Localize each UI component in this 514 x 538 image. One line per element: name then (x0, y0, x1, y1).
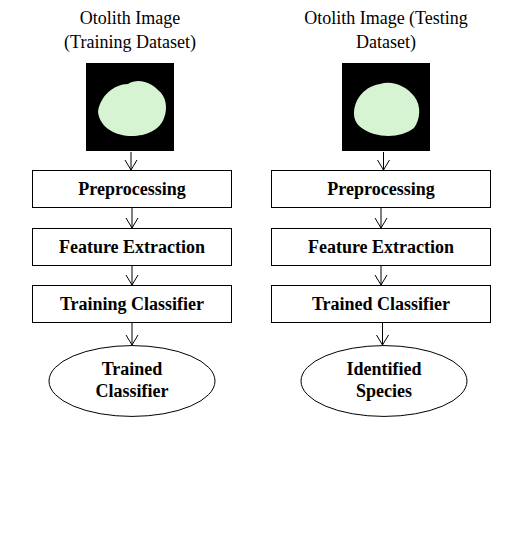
image-heading: Otolith Image (Testing Dataset) (301, 6, 471, 55)
node-label: Preprocessing (327, 179, 434, 200)
image-panel: Otolith Image (Training Dataset) (45, 6, 215, 152)
flow-arrow (375, 208, 387, 228)
node-label: Identified Species (329, 359, 439, 402)
process-box: Training Classifier (32, 285, 232, 323)
photo-background (342, 63, 430, 151)
result-ellipse: Trained Classifier (48, 345, 216, 417)
node-label: Feature Extraction (308, 237, 454, 258)
node-label: Training Classifier (60, 294, 204, 315)
process-box: Feature Extraction (32, 228, 232, 266)
flow-arrow (126, 208, 138, 228)
node-label: Trained Classifier (77, 359, 187, 402)
otolith-shape (354, 83, 419, 136)
node-label: Preprocessing (78, 179, 185, 200)
flow-arrow (378, 152, 390, 170)
flow-arrow (126, 323, 138, 345)
node-label: Feature Extraction (59, 237, 205, 258)
otolith-shape (98, 81, 166, 136)
photo-background (86, 63, 174, 151)
node-label: Trained Classifier (312, 294, 450, 315)
flow-arrow (375, 266, 387, 285)
image-heading: Otolith Image (Training Dataset) (45, 6, 215, 55)
process-box: Feature Extraction (271, 228, 491, 266)
image-panel: Otolith Image (Testing Dataset) (301, 6, 471, 152)
result-ellipse: Identified Species (300, 345, 468, 417)
process-box: Preprocessing (32, 170, 232, 208)
flow-arrow (377, 323, 389, 345)
flow-arrow (126, 266, 138, 285)
process-box: Preprocessing (271, 170, 491, 208)
process-box: Trained Classifier (271, 285, 491, 323)
flow-arrow (125, 152, 137, 170)
